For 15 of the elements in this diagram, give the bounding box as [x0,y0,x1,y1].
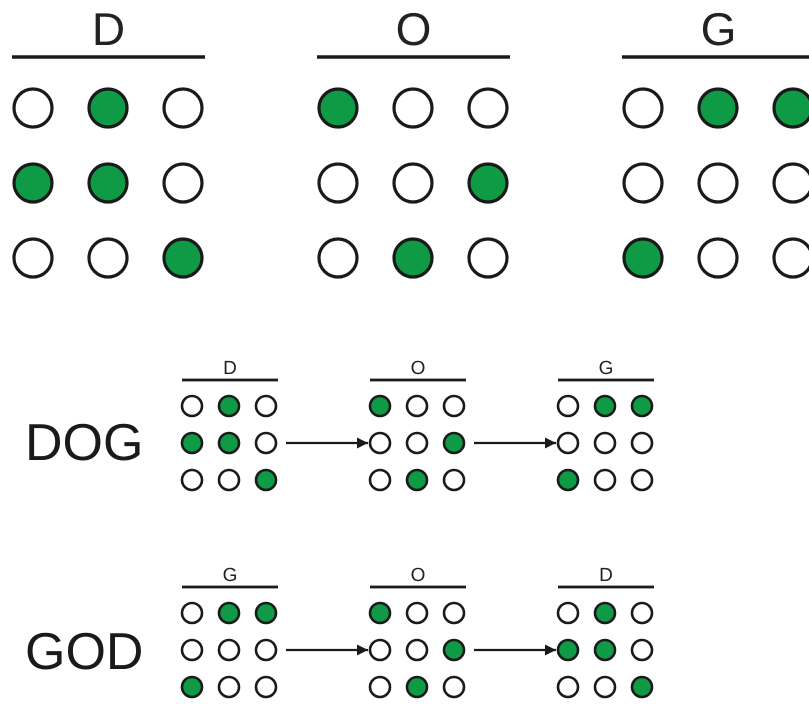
word-label: DOG [25,417,144,469]
letter-heading: G [700,6,737,52]
letter-heading: D [90,6,126,52]
arrow [474,644,556,656]
letter-heading: O [410,359,426,378]
letter-heading: O [410,566,426,585]
letter-heading: D [598,566,614,585]
letter-heading: D [222,359,238,378]
letter-heading: G [598,359,614,378]
word-label: GOD [25,626,144,678]
letter-heading: G [222,566,238,585]
arrow [474,438,556,448]
letter-heading: O [395,6,432,52]
arrow [286,644,368,656]
arrow [286,438,368,448]
